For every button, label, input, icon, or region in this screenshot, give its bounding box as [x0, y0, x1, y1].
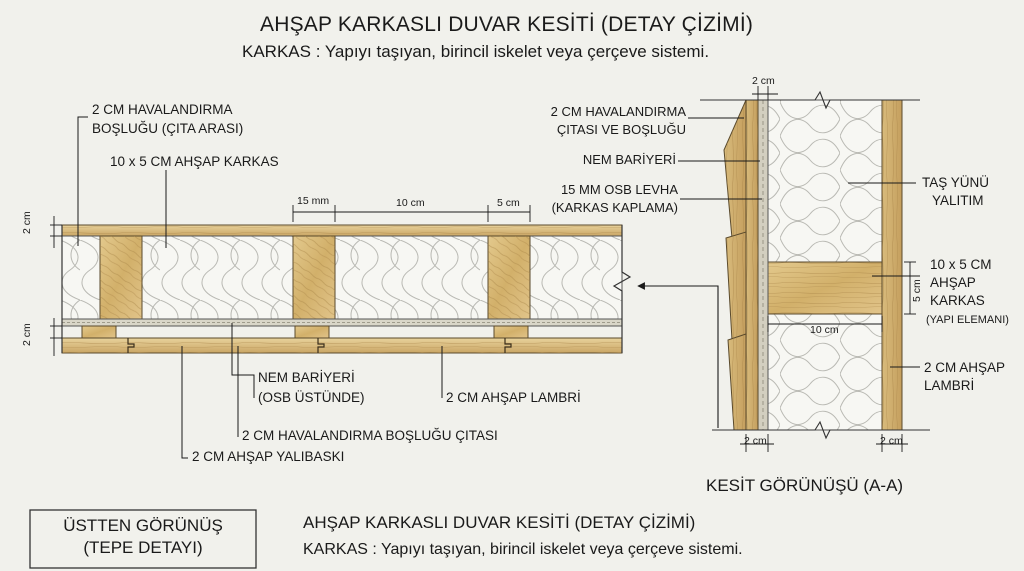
section-label-frame-3: KARKAS	[930, 293, 985, 308]
plan-left-dims	[50, 216, 62, 356]
plan-label-vent-gap: 2 CM HAVALANDIRMA	[92, 102, 233, 117]
plan-label-vent-batten: 2 CM HAVALANDIRMA BOŞLUĞU ÇITASI	[242, 428, 498, 443]
section-label-frame: 10 x 5 CM	[930, 257, 992, 272]
view-label-line1: ÜSTTEN GÖRÜNÜŞ	[63, 516, 223, 535]
section-label-vent-batten-2: ÇITASI VE BOŞLUĞU	[556, 122, 686, 137]
section-dim-5cm: 5 cm	[911, 279, 923, 302]
section-label-osb-2: (KARKAS KAPLAMA)	[551, 200, 678, 215]
plan-dim-2cm-bottom: 2 cm	[21, 323, 33, 346]
section-cut-arrow	[637, 282, 719, 428]
plan-label-moisture-2: (OSB ÜSTÜNDE)	[258, 390, 365, 405]
section-leaders	[678, 117, 920, 368]
section-view-title: KESİT GÖRÜNÜŞÜ (A-A)	[706, 476, 904, 495]
section-label-osb: 15 MM OSB LEVHA	[560, 182, 678, 197]
plan-dim-10cm: 10 cm	[396, 197, 425, 209]
view-label-line2: (TEPE DETAYI)	[83, 538, 203, 557]
plan-label-frame: 10 x 5 CM AHŞAP KARKAS	[110, 154, 279, 169]
section-view	[637, 86, 930, 452]
plan-top-dims	[292, 205, 531, 222]
footer-title: AHŞAP KARKASLI DUVAR KESİTİ (DETAY ÇİZİM…	[303, 513, 696, 532]
footer-subtitle: KARKAS : Yapıyı taşıyan, birincil iskele…	[303, 541, 743, 558]
plan-dim-15mm: 15 mm	[297, 195, 330, 207]
plan-dim-5cm: 5 cm	[497, 197, 520, 209]
section-label-moisture: NEM BARİYERİ	[582, 152, 676, 167]
plan-insulation	[61, 235, 623, 320]
plan-leaders	[77, 116, 443, 459]
plan-label-moisture: NEM BARİYERİ	[258, 370, 355, 385]
section-dim-bottom-right-2cm: 2 cm	[880, 435, 903, 447]
section-label-wool: TAŞ YÜNÜ	[922, 175, 990, 190]
section-label-lambri: 2 CM AHŞAP	[924, 360, 1006, 375]
section-label-frame-4: (YAPI ELEMANI)	[926, 314, 1009, 326]
plan-view	[50, 116, 632, 459]
section-dim-bottom-left-2cm: 2 cm	[744, 435, 767, 447]
section-label-lambri-2: LAMBRİ	[924, 378, 975, 393]
plan-label-yalibaski: 2 CM AHŞAP YALIBASKI	[192, 449, 345, 464]
view-label-box	[29, 509, 257, 569]
section-label-frame-2: AHŞAP	[930, 275, 976, 290]
section-dim-10cm: 10 cm	[810, 324, 839, 336]
section-dim-top-2cm: 2 cm	[752, 75, 775, 87]
plan-battens	[81, 325, 529, 339]
plan-studs	[99, 235, 531, 320]
page-subtitle: KARKAS : Yapıyı taşıyan, birincil iskele…	[242, 42, 710, 61]
plan-label-lambri: 2 CM AHŞAP LAMBRİ	[446, 390, 581, 405]
section-label-wool-2: YALITIM	[932, 193, 984, 208]
plan-dim-2cm-top: 2 cm	[21, 211, 33, 234]
section-label-vent-batten: 2 CM HAVALANDIRMA	[550, 104, 686, 119]
section-siding	[723, 99, 747, 431]
section-dims	[740, 86, 916, 452]
plan-label-vent-gap-2: BOŞLUĞU (ÇITA ARASI)	[92, 121, 244, 136]
page-title: AHŞAP KARKASLI DUVAR KESİTİ (DETAY ÇİZİM…	[260, 13, 754, 36]
